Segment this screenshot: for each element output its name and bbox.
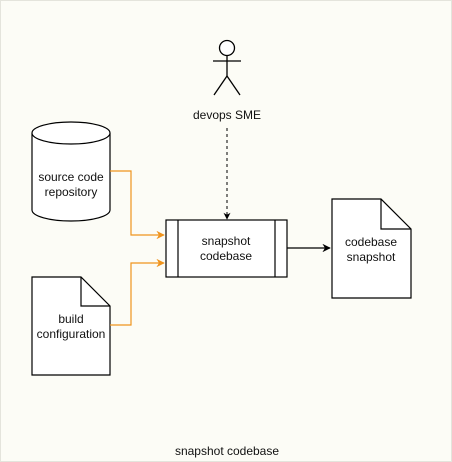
cylinder-top: [31, 121, 111, 145]
actor-label: devops SME: [193, 108, 261, 122]
cylinder-body: [31, 133, 111, 222]
build-config-page: [31, 276, 111, 376]
output-label-line1: codebase: [345, 235, 397, 249]
output-fold: [380, 199, 411, 230]
actor-head: [218, 39, 236, 57]
build-config-document-icon: [31, 276, 111, 376]
output-label-line2: snapshot: [347, 250, 396, 264]
process-label-line1: snapshot: [202, 234, 251, 248]
repository-label-line1: source code: [38, 170, 104, 184]
repository-to-process-arrow: [110, 170, 165, 240]
build-config-to-process-arrow: [110, 258, 165, 326]
actor-left-leg: [213, 75, 228, 96]
repository-database-cylinder-icon: [31, 121, 111, 222]
build-config-fold: [80, 277, 110, 307]
diagram-caption: snapshot codebase: [175, 444, 279, 458]
build-config-label-line1: build: [58, 312, 83, 326]
actor-right-leg: [226, 75, 241, 96]
output-document-icon: [331, 198, 412, 299]
process-label-line2: codebase: [200, 249, 252, 263]
process-rect: [165, 219, 288, 278]
process-box: [165, 219, 288, 278]
actor-stick-figure-icon: [213, 39, 241, 96]
repository-label-line2: repository: [45, 185, 98, 199]
output-page: [331, 198, 412, 299]
build-config-label-line2: configuration: [37, 327, 106, 341]
